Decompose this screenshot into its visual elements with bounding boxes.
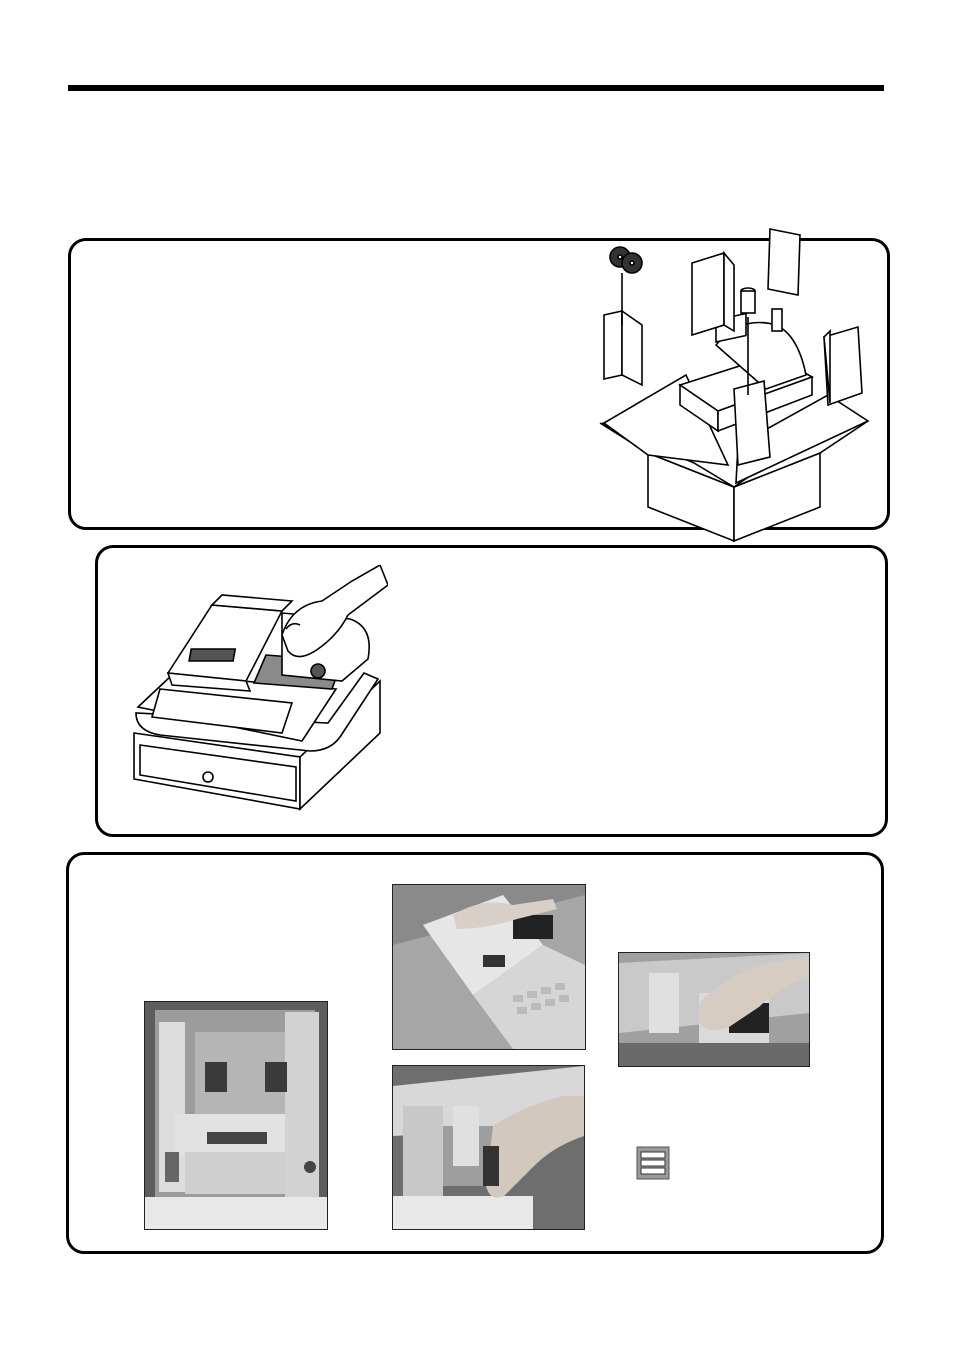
register-illustration <box>132 565 388 815</box>
printer-internals-photo <box>392 1065 585 1230</box>
remove-cover-photo <box>392 884 586 1050</box>
printer-compartment-photo <box>144 1001 328 1230</box>
receipt-roll-key-icon <box>636 1146 670 1180</box>
packaging-illustration <box>598 225 874 543</box>
lifting-printer-photo <box>618 952 810 1067</box>
top-rule <box>68 85 884 91</box>
